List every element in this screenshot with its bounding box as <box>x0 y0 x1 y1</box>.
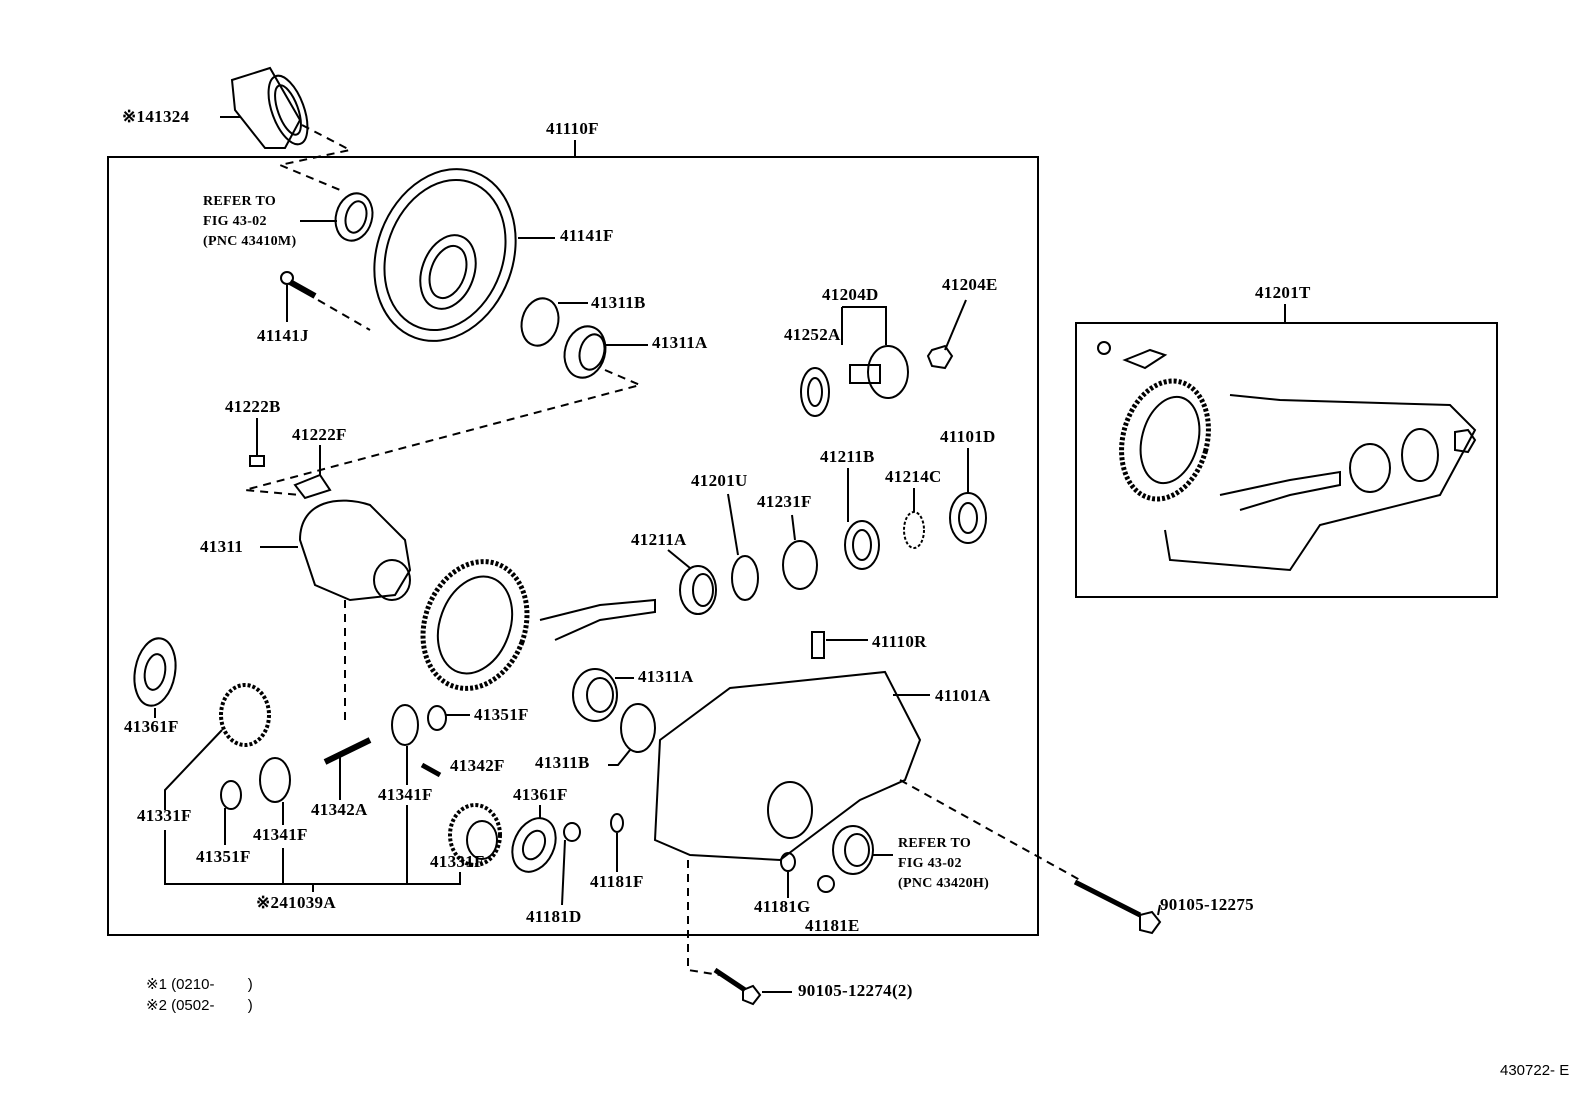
oil-seal-41101D-part <box>949 448 987 544</box>
part-label[interactable]: 41351F <box>474 705 529 724</box>
part-label[interactable]: 41211A <box>631 530 687 549</box>
part-label[interactable]: 41311A <box>652 333 708 352</box>
thrust-washer-41351F-left-part <box>220 780 242 845</box>
group-label-main[interactable]: 41110F <box>546 119 599 138</box>
breather-plug-part <box>811 631 868 659</box>
part-label[interactable]: 41331F <box>137 806 192 825</box>
refer-note-43420H: REFER TO FIG 43-02 (PNC 43420H) <box>898 836 990 891</box>
part-label[interactable]: ※141324 <box>122 107 190 126</box>
part-label[interactable]: 41141J <box>257 326 309 345</box>
part-label[interactable]: 41361F <box>124 717 179 736</box>
lock-bolt-part <box>249 418 265 467</box>
pinion-gear-mid-part <box>391 704 419 785</box>
part-label[interactable]: 41311 <box>200 537 244 556</box>
footnote-2: ※2 (0502- ) <box>146 997 253 1014</box>
bolt-90105-12274-part <box>713 967 792 1006</box>
part-label[interactable]: 41101A <box>935 686 991 705</box>
differential-cover-part <box>373 168 555 342</box>
part-label[interactable]: 41181E <box>805 916 860 935</box>
part-label[interactable]: 41222B <box>225 397 281 416</box>
pinion-shaft-part <box>323 737 372 800</box>
bolt-41141J-part <box>280 271 371 331</box>
part-label[interactable]: 41361F <box>513 785 568 804</box>
oil-seal-part <box>300 192 374 242</box>
side-gear-right-part <box>448 803 502 867</box>
nut-part <box>926 299 967 370</box>
part-label[interactable]: 90105-12274(2) <box>798 981 913 1000</box>
part-label[interactable]: 41341F <box>253 825 308 844</box>
kit-bracket-lines <box>164 805 461 892</box>
dust-deflector-part <box>800 367 830 417</box>
part-label[interactable]: 41181F <box>590 872 644 891</box>
lock-plate-part <box>293 445 332 500</box>
part-label[interactable]: 41214C <box>885 467 942 486</box>
part-label[interactable]: 41204D <box>822 285 879 304</box>
bearing-part <box>244 325 648 496</box>
main-assembly-frame <box>107 156 1039 936</box>
part-label[interactable]: 41311A <box>638 667 694 686</box>
washer-41361F-low-part <box>511 805 557 873</box>
differential-carrier-part <box>653 670 1081 976</box>
footnote-1: ※1 (0210- ) <box>146 976 253 993</box>
oil-slinger-part <box>903 488 925 549</box>
bearing-41211A-part <box>667 549 717 615</box>
spacer-41201U-part <box>727 493 759 601</box>
bearing-41211B-part <box>844 468 880 570</box>
refer-note-43410M: REFER TO FIG 43-02 (PNC 43410M) <box>203 194 297 249</box>
part-label[interactable]: 41211B <box>820 447 875 466</box>
part-label[interactable]: 41331F <box>430 852 485 871</box>
part-label[interactable]: 90105-12275 <box>1160 895 1254 914</box>
washer-41361F-left-part <box>133 637 177 718</box>
pin-41342F-part <box>420 762 442 778</box>
part-label[interactable]: 41351F <box>196 847 251 866</box>
group-label-sub[interactable]: 41201T <box>1255 283 1311 302</box>
part-label[interactable]: 41204E <box>942 275 998 294</box>
bearing-cup-part <box>520 297 588 347</box>
thrust-washer-41351F-right-part <box>427 705 470 731</box>
part-label[interactable]: 41252A <box>784 325 841 344</box>
part-label[interactable]: 41222F <box>292 425 347 444</box>
bearing-cup-41311B-low-part <box>608 703 656 766</box>
ring-gear-pinion-part <box>420 559 656 691</box>
bearing-cup-41231F-part <box>782 514 818 590</box>
part-label[interactable]: 41141F <box>560 226 614 245</box>
part-label[interactable]: 41311B <box>591 293 646 312</box>
differential-subassembly-part <box>1097 341 1477 572</box>
part-label[interactable]: 41341F <box>378 785 433 804</box>
bolt-90105-12275-part <box>1073 879 1162 935</box>
part-label[interactable]: 41342A <box>311 800 368 819</box>
part-label[interactable]: 41181G <box>754 897 811 916</box>
plug-41181E-part <box>817 875 835 893</box>
side-gear-left-part <box>164 683 271 810</box>
companion-flange-part <box>841 306 909 399</box>
bearing-41311A-low-part <box>572 668 634 722</box>
oil-seal-43420H-part <box>832 825 893 875</box>
differential-case-part <box>260 499 412 725</box>
part-label[interactable]: 41201U <box>691 471 748 490</box>
part-label[interactable]: 41101D <box>940 427 996 446</box>
figure-code: 430722- E <box>1500 1062 1570 1079</box>
part-label[interactable]: 41231F <box>757 492 812 511</box>
part-label[interactable]: ※241039A <box>256 893 336 912</box>
subassembly-frame <box>1075 322 1498 598</box>
part-label[interactable]: 41181D <box>526 907 582 926</box>
gasket-41181G-part <box>780 852 796 898</box>
part-label[interactable]: 41311B <box>535 753 590 772</box>
extension-housing-part <box>220 66 353 191</box>
plug-41181D-part <box>561 822 581 906</box>
part-label[interactable]: 41110R <box>872 632 927 651</box>
pinion-gear-left-part <box>259 757 291 825</box>
part-label[interactable]: 41342F <box>450 756 505 775</box>
gasket-41181F-part <box>610 813 624 872</box>
